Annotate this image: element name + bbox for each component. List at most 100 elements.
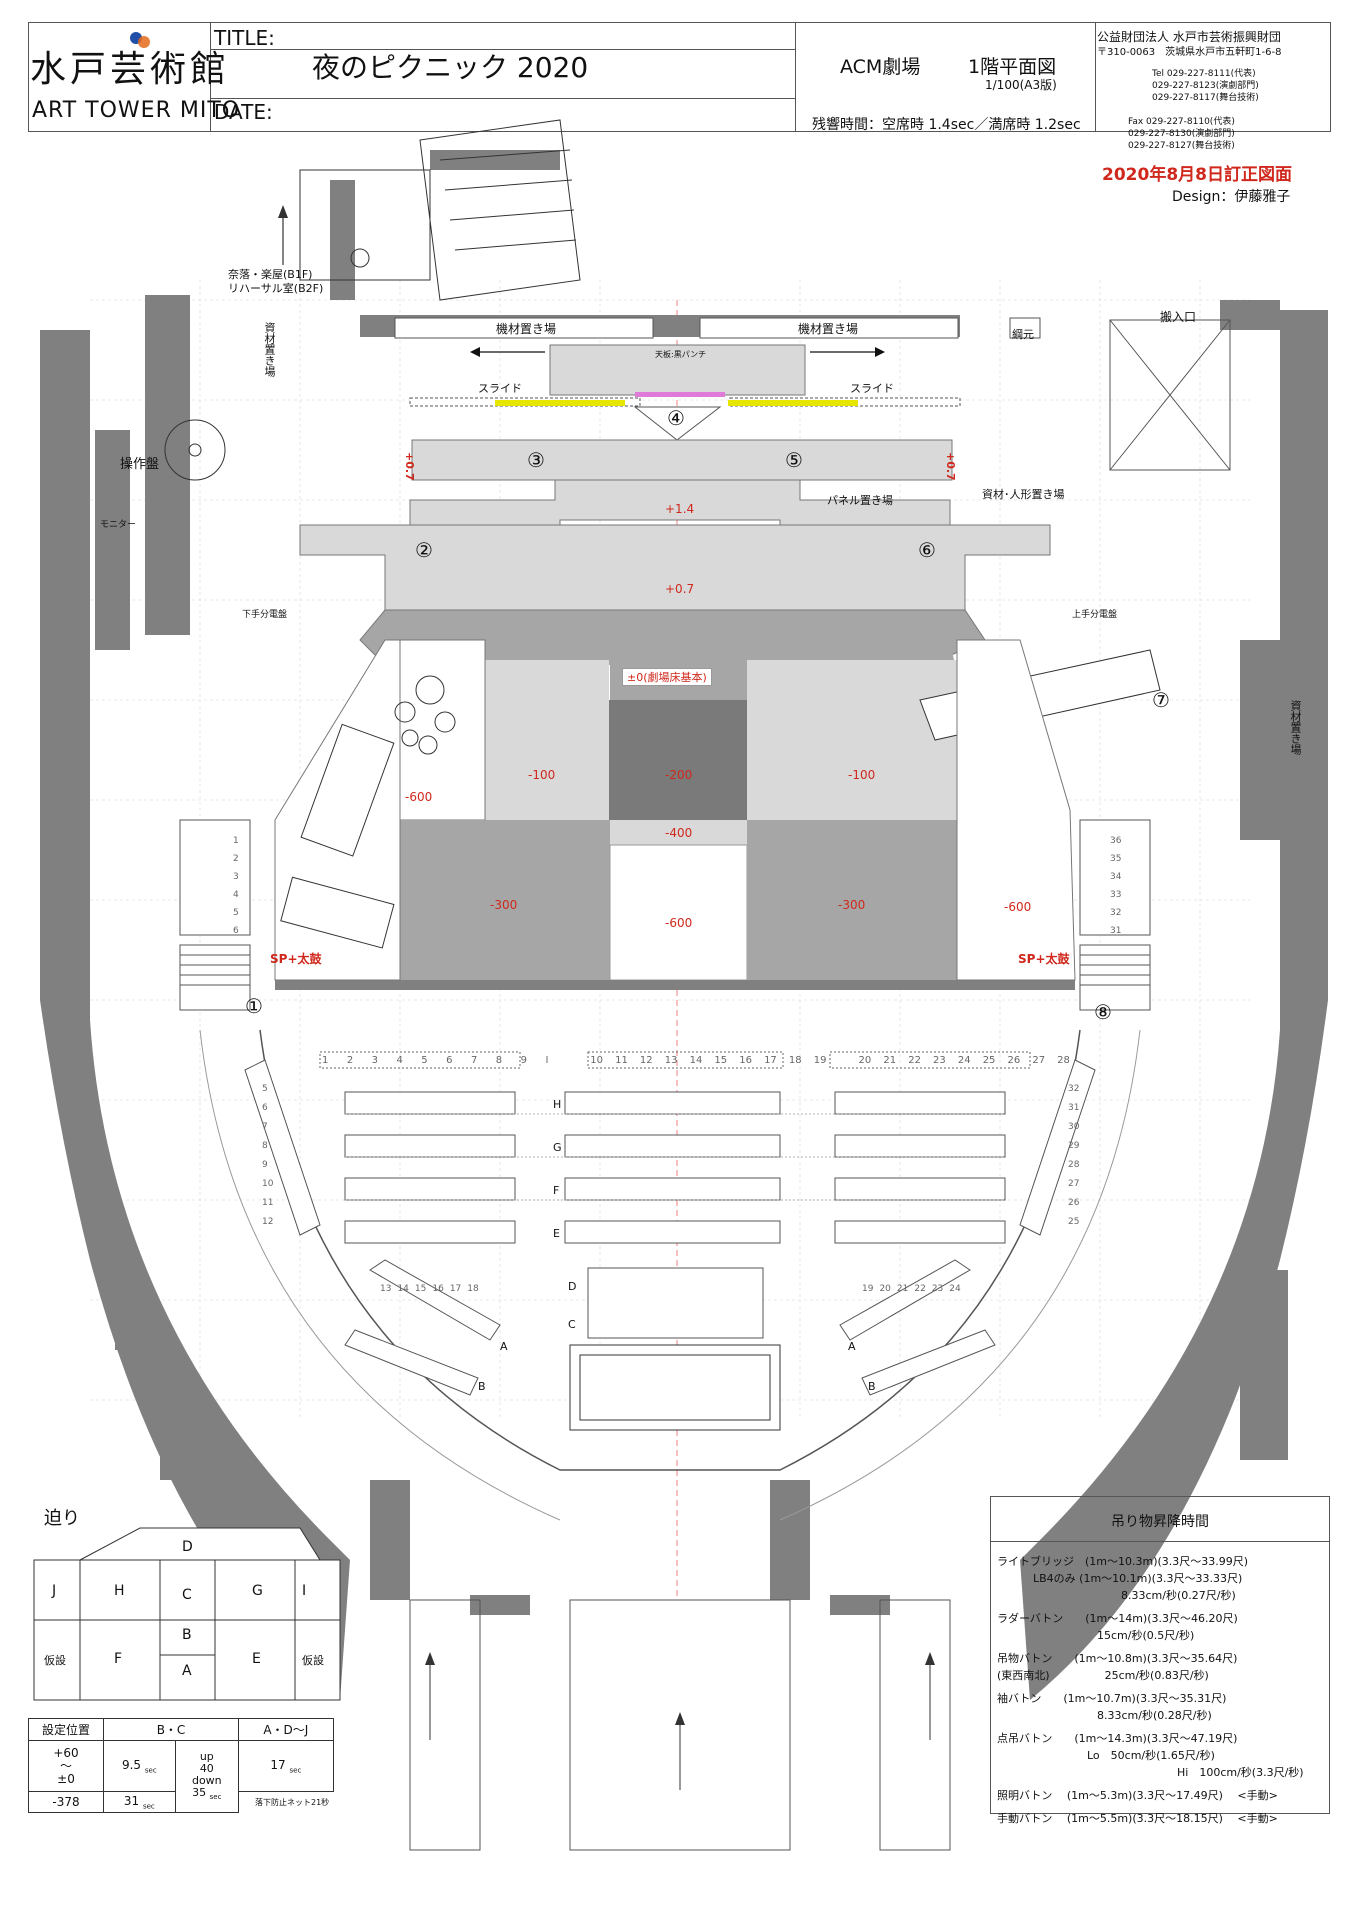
front-row-seat-number: 6 (446, 1055, 453, 1066)
rope-label: 綱元 (1012, 328, 1034, 341)
arrow-up-icon (675, 1712, 685, 1725)
table-cell: 17 sec (238, 1740, 334, 1792)
row-letter: C (568, 1318, 576, 1331)
level-m200: -200 (665, 768, 693, 782)
fly-times-title: 吊り物昇降時間 (1111, 1514, 1209, 1530)
header-divider (210, 49, 795, 50)
front-row-seat-number: 20 (858, 1055, 872, 1066)
header-divider (795, 22, 796, 132)
arrow-up-icon (278, 205, 288, 218)
venue-name: ACM劇場 (840, 56, 921, 78)
front-row-seat-number: 15 (714, 1055, 728, 1066)
level-m100-left: -100 (528, 768, 556, 782)
marker-5: ⑤ (785, 448, 803, 472)
front-row-seat-number: 7 (470, 1055, 478, 1066)
stage-area-m100-right (747, 660, 957, 820)
platform-3-5 (411, 439, 953, 481)
equipment-storage (394, 317, 1231, 471)
right-distribution-panel-label: 上手分電盤 (1072, 610, 1118, 620)
front-row-seat-number: 25 (982, 1055, 996, 1066)
marker-6: ⑥ (918, 538, 936, 562)
material-storage-left: 資材置き場 (263, 322, 276, 377)
level-p07-right: +0.7 (944, 452, 957, 481)
marker-4: ④ (667, 406, 685, 430)
lift-cell-g: G (252, 1583, 263, 1599)
slide-right-label: スライド (850, 382, 894, 395)
front-row-seat-number: 4 (396, 1055, 403, 1066)
stage-area-m200 (609, 700, 747, 820)
front-row-seat-number: 2 (346, 1055, 354, 1066)
fly-times-box: 吊り物昇降時間 ライトブリッジ (1m〜10.3m)(3.3尺〜33.99尺) … (990, 1496, 1330, 1825)
stage-area-m300-left (400, 820, 610, 980)
header-frame (28, 22, 1331, 132)
level-m400: -400 (665, 826, 693, 840)
header-divider (210, 98, 795, 99)
marker-7: ⑦ (1152, 688, 1170, 712)
arrow-up-icon (925, 1652, 935, 1665)
address: 〒310-0063 茨城県水戸市五軒町1-6-8 (1097, 47, 1282, 58)
front-row-seat-number: 23 (933, 1055, 946, 1066)
ceiling-label: 天板:黒パンチ (655, 350, 707, 359)
row-letter: H (553, 1098, 562, 1111)
lift-cell-h: H (114, 1583, 125, 1599)
row-letter: A (500, 1340, 508, 1353)
logo-mark-icon (130, 32, 150, 48)
keyboard (280, 876, 395, 949)
monitor-label: モニター (100, 520, 137, 530)
row-letter: B (868, 1380, 876, 1393)
stage-base-label: ±0(劇場床基本) (622, 668, 712, 686)
loading-dock-label: 搬入口 (1160, 310, 1197, 324)
left-distribution-panel-label: 下手分電盤 (242, 610, 288, 620)
lift-cell-j: J (52, 1583, 57, 1599)
stage-area-m600-center (609, 844, 748, 981)
equipment-storage-left: 機材置き場 (496, 322, 557, 336)
designer: Design：伊藤雅子 (1172, 189, 1291, 205)
front-row-seat-number: 10 (590, 1055, 603, 1066)
lift-cell-b: B (182, 1627, 192, 1643)
date-label: DATE: (214, 100, 273, 124)
slide-pink (635, 392, 725, 397)
lift-cell-c: C (182, 1587, 192, 1603)
level-m300-left: -300 (490, 898, 518, 912)
table-header: A・D〜J (238, 1718, 334, 1741)
level-p07-left: +0.7 (403, 452, 416, 481)
rehearsal-label: リハーサル室(B2F) (228, 282, 324, 295)
lift-title: 迫り (44, 1508, 80, 1529)
control-panel-label: 操作盤 (120, 457, 160, 472)
table-cell: 9.5 sec (103, 1740, 176, 1792)
front-row-seat-number: 28 (1057, 1055, 1070, 1066)
tel-list: Tel 029-227-8111(代表)029-227-8123(演劇部門)02… (1152, 69, 1259, 103)
arrow-up-icon (425, 1652, 435, 1665)
level-p07-center: +0.7 (665, 582, 695, 596)
panel-storage-label: パネル置き場 (827, 494, 893, 507)
title-label: TITLE: (214, 26, 275, 50)
sp-drum-left: SP+太鼓 (270, 952, 322, 966)
equipment-storage-right: 機材置き場 (798, 322, 859, 336)
front-row-seats (319, 1051, 1031, 1069)
marker-2: ② (415, 538, 433, 562)
front-row-seat-number: 18 (788, 1055, 802, 1066)
table-header: 設定位置 (28, 1718, 104, 1741)
header-divider (210, 22, 211, 132)
stage-area-m100-left (484, 660, 609, 820)
front-row-seat-number: 13 (664, 1055, 678, 1066)
row-letter: E (553, 1227, 560, 1240)
lift-diagram (33, 1527, 341, 1701)
table-cell: 31 sec (103, 1790, 176, 1814)
arc-seat-bands (244, 1059, 1096, 1396)
logo-japanese: 水戸芸術館 (30, 49, 231, 90)
lift-cell-a: A (182, 1663, 192, 1679)
level-m300-right: -300 (838, 898, 866, 912)
lift-cell-temp-left: 仮設 (44, 1654, 66, 1667)
level-p14: +1.4 (665, 502, 695, 516)
slide-left-yellow (495, 400, 625, 406)
props-storage-label: 資材･人形置き場 (982, 488, 1065, 501)
